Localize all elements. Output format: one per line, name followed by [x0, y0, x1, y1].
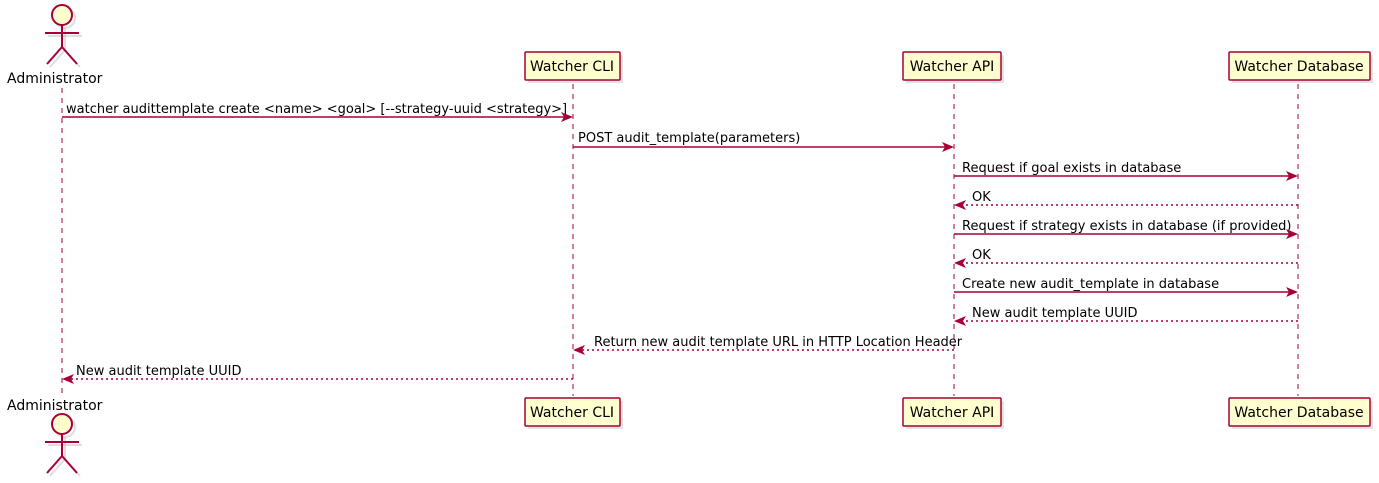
- message-arrow-head: [561, 112, 573, 122]
- message-9[interactable]: New audit template UUID: [62, 364, 573, 384]
- actor-label-administrator-top: Administrator: [7, 71, 103, 87]
- message-label: Request if goal exists in database: [962, 161, 1181, 176]
- message-arrow-head: [1286, 229, 1298, 239]
- message-7[interactable]: New audit template UUID: [954, 306, 1298, 326]
- actor-leg-right-icon: [61, 46, 78, 65]
- message-label: New audit template UUID: [76, 364, 241, 379]
- message-label: OK: [972, 190, 991, 205]
- participant-watcher-cli-top[interactable]: Watcher CLI: [524, 51, 623, 83]
- participant-box[interactable]: [524, 397, 621, 427]
- actor-leg-left-icon: [46, 46, 63, 65]
- message-4[interactable]: Request if strategy exists in database (…: [954, 219, 1298, 239]
- message-label: Request if strategy exists in database (…: [962, 219, 1291, 234]
- actor-head-icon: [51, 413, 73, 435]
- message-label: OK: [972, 248, 991, 263]
- participant-box[interactable]: [1228, 397, 1371, 427]
- participant-label-watcher-api: Watcher API: [910, 405, 995, 421]
- message-label: watcher audittemplate create <name> <goa…: [66, 102, 567, 117]
- message-1[interactable]: POST audit_template(parameters): [573, 131, 954, 152]
- message-arrow-head: [942, 142, 954, 152]
- participant-label-watcher-cli: Watcher CLI: [530, 405, 614, 421]
- message-label: Return new audit template URL in HTTP Lo…: [594, 335, 963, 350]
- message-5[interactable]: OK: [954, 248, 1298, 268]
- message-arrow-head: [62, 374, 74, 384]
- participant-box[interactable]: [1228, 51, 1371, 81]
- message-arrow-head: [1286, 171, 1298, 181]
- participant-box[interactable]: [902, 51, 1002, 81]
- participant-watcher-db-top[interactable]: Watcher Database: [1228, 51, 1373, 83]
- participant-watcher-api-top[interactable]: Watcher API: [902, 51, 1004, 83]
- participant-watcher-cli-bottom[interactable]: Watcher CLI: [524, 397, 623, 429]
- message-arrow-head: [954, 258, 966, 268]
- message-arrow-head: [954, 316, 966, 326]
- actor-leg-left-icon: [46, 455, 63, 474]
- participant-label-watcher-api: Watcher API: [910, 59, 995, 75]
- message-8[interactable]: Return new audit template URL in HTTP Lo…: [573, 335, 963, 355]
- participant-label-watcher-db: Watcher Database: [1234, 59, 1363, 75]
- lifelines: [61, 84, 1299, 396]
- message-arrow-head: [954, 200, 966, 210]
- message-6[interactable]: Create new audit_template in database: [954, 277, 1298, 297]
- message-arrow-head: [1286, 287, 1298, 297]
- participant-label-watcher-db: Watcher Database: [1234, 405, 1363, 421]
- message-2[interactable]: Request if goal exists in database: [954, 161, 1298, 181]
- message-0[interactable]: watcher audittemplate create <name> <goa…: [62, 102, 573, 122]
- participant-watcher-db-bottom[interactable]: Watcher Database: [1228, 397, 1373, 429]
- actor-label-administrator-bottom: Administrator: [7, 398, 103, 414]
- participant-label-watcher-cli: Watcher CLI: [530, 59, 614, 75]
- actor-administrator-bottom[interactable]: Administrator: [7, 398, 103, 477]
- actor-shadow-top: [48, 7, 82, 68]
- message-3[interactable]: OK: [954, 190, 1298, 210]
- message-label: Create new audit_template in database: [962, 277, 1219, 292]
- participant-box[interactable]: [524, 51, 621, 81]
- message-label: New audit template UUID: [972, 306, 1137, 321]
- message-arrow-head: [573, 345, 585, 355]
- actor-head-icon: [51, 4, 73, 26]
- actor-leg-right-icon: [61, 455, 78, 474]
- participant-watcher-api-bottom[interactable]: Watcher API: [902, 397, 1004, 429]
- participant-box[interactable]: [902, 397, 1002, 427]
- actor-administrator-top[interactable]: Administrator: [7, 4, 103, 87]
- message-label: POST audit_template(parameters): [578, 131, 800, 146]
